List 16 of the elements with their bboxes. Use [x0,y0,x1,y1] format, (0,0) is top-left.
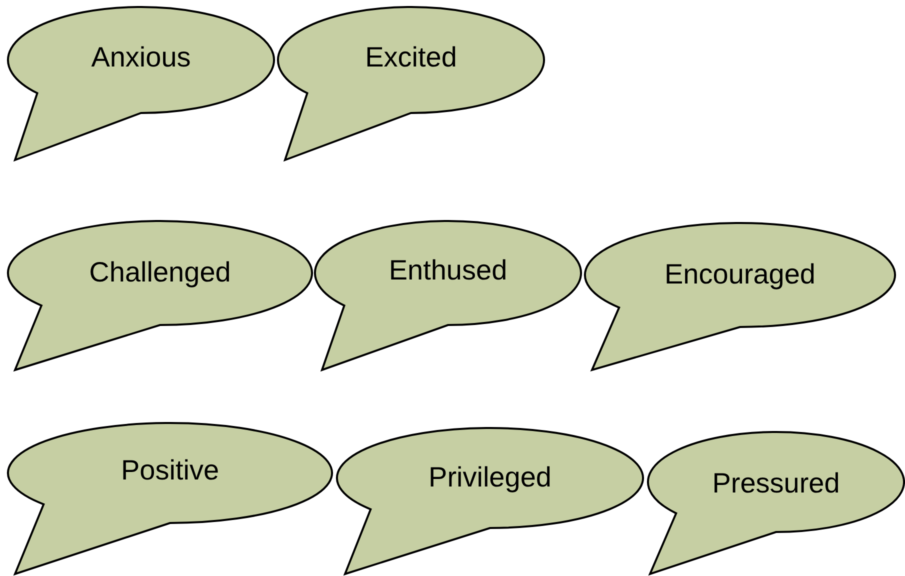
bubble-text: Excited [365,42,457,74]
speech-bubble [277,6,545,161]
speech-bubble [647,431,905,575]
bubble-text: Enthused [388,256,508,286]
bubble-text: Privileged [428,462,552,494]
speech-bubble [7,422,333,575]
bubble-text: Pressured [712,468,840,500]
bubble-text: Positive [120,456,220,486]
bubble-text: Anxious [91,42,191,74]
bubble-text: Challenged [89,258,231,288]
bubble-text: Encouraged [664,260,816,290]
speech-bubble [336,427,644,575]
speech-bubble [7,6,275,161]
speech-bubble [314,220,582,371]
speech-bubble [7,220,313,371]
speech-bubble [584,222,896,371]
